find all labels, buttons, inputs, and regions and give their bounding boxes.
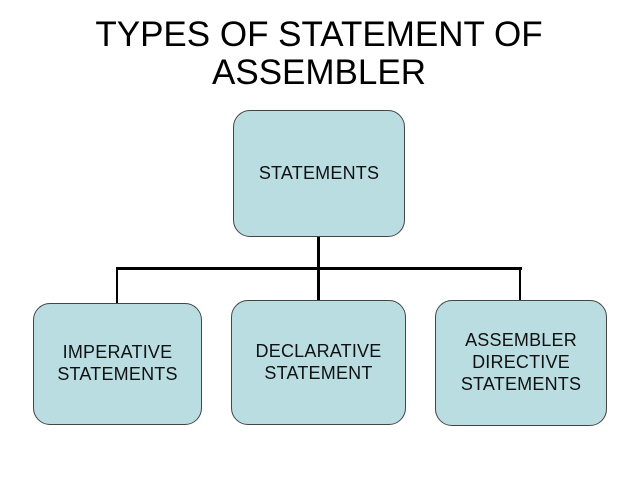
node-declarative-statement-label: DECLARATIVE STATEMENT — [255, 340, 382, 383]
connector-horizontal-bar — [116, 267, 522, 270]
slide-title: TYPES OF STATEMENT OF ASSEMBLER — [95, 15, 543, 92]
node-assembler-directive-statements-label: ASSEMBLER DIRECTIVE STATEMENTS — [460, 330, 582, 394]
node-assembler-directive-statements: ASSEMBLER DIRECTIVE STATEMENTS — [435, 300, 607, 426]
connector-drop-left — [116, 267, 118, 303]
node-imperative-statements: IMPERATIVE STATEMENTS — [33, 303, 202, 425]
node-declarative-statement: DECLARATIVE STATEMENT — [231, 300, 406, 425]
node-imperative-statements-label: IMPERATIVE STATEMENTS — [57, 342, 178, 384]
node-statements: STATEMENTS — [233, 110, 405, 237]
connector-drop-right — [519, 267, 521, 300]
node-statements-label: STATEMENTS — [258, 162, 380, 183]
